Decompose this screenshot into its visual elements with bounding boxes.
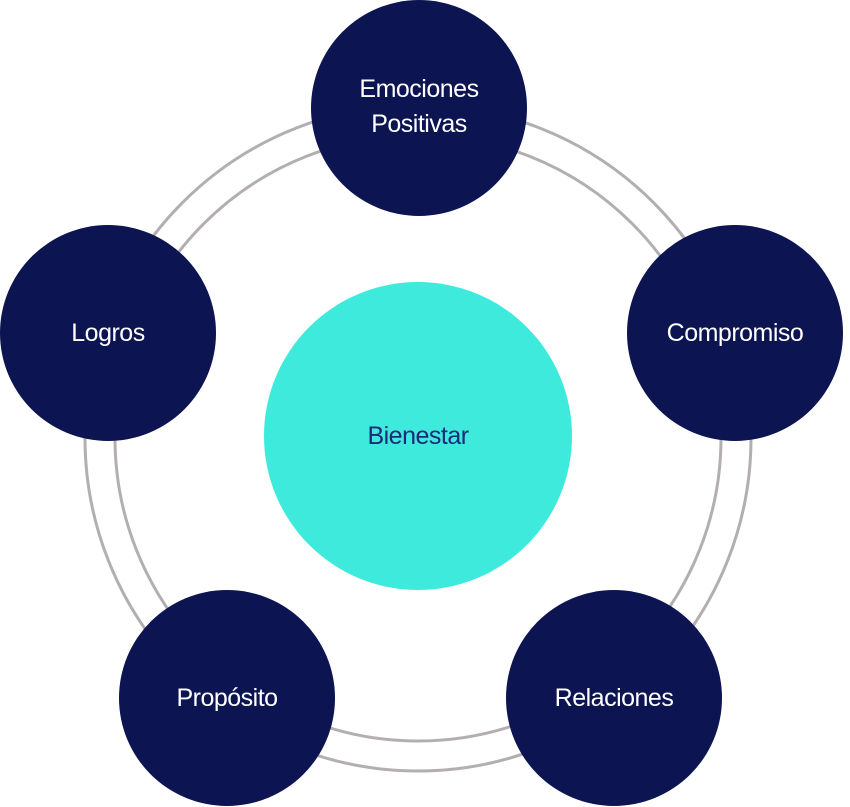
node-relaciones: Relaciones [506, 590, 722, 806]
center-circle [264, 282, 572, 590]
node-circle [627, 225, 843, 441]
node-proposito: Propósito [119, 590, 335, 806]
center-label: Bienestar [367, 422, 468, 450]
node-label: Propósito [176, 684, 277, 712]
node-circle [506, 590, 722, 806]
node-label: Relaciones [555, 684, 674, 712]
node-label-line-2: Positivas [371, 110, 467, 138]
node-emociones-positivas: Emociones Positivas [311, 0, 527, 216]
node-circle [311, 0, 527, 216]
center-node: Bienestar [264, 282, 572, 590]
node-label-line-1: Emociones [359, 75, 478, 103]
node-label: Compromiso [667, 319, 804, 347]
node-label: Logros [71, 319, 144, 347]
node-circle [0, 225, 216, 441]
node-compromiso: Compromiso [627, 225, 843, 441]
node-logros: Logros [0, 225, 216, 441]
node-circle [119, 590, 335, 806]
